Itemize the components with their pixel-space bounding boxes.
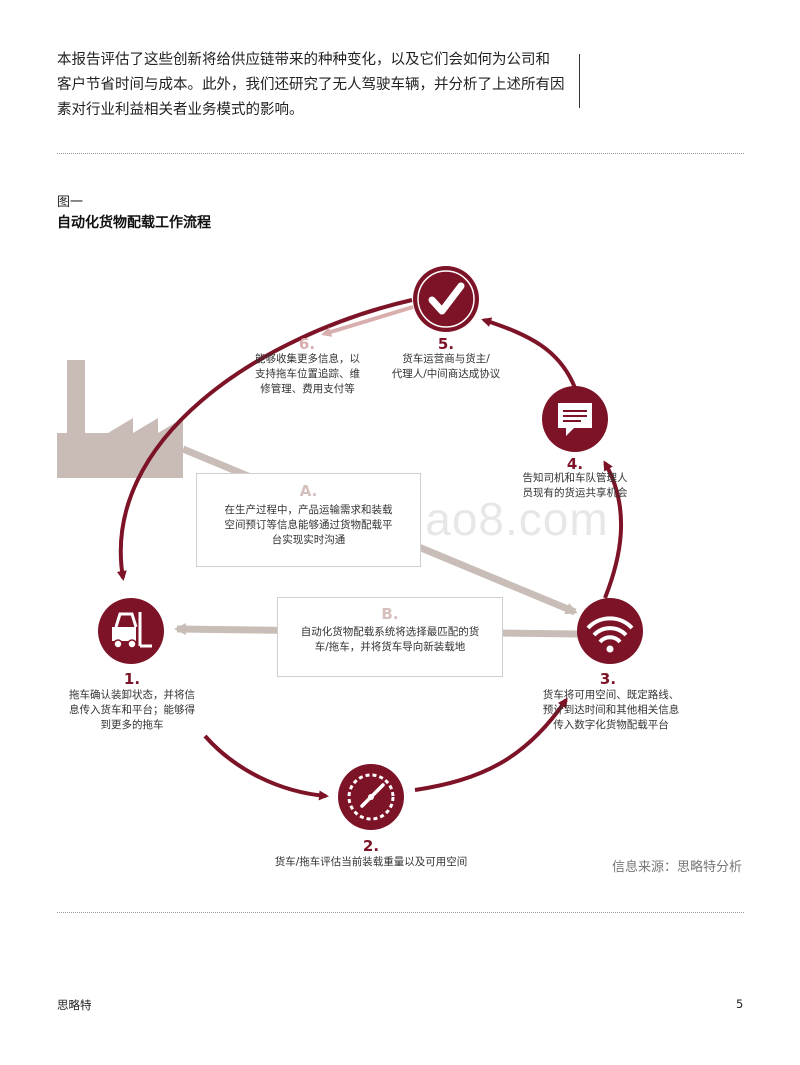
step-1-number: 1. [123, 670, 141, 688]
checkmark-icon [413, 266, 479, 332]
step-5-description: 货车运营商与货主/ 代理人/中间商达成协议 [376, 352, 516, 382]
step-6-line: 能够收集更多信息，以 [255, 353, 360, 365]
box-a-text: 在生产过程中，产品运输需求和装载 空间预订等信息能够通过货物配载平 台实现实时沟… [197, 503, 420, 548]
step-1-description: 拖车确认装卸状态，并将信 息传入货车和平台；能够得 到更多的拖车 [62, 688, 202, 733]
figure-title: 自动化货物配载工作流程 [57, 215, 211, 231]
intro-line: 客户节省时间与成本。此外，我们还研究了无人驾驶车辆，并分析了上述所有因 [57, 77, 565, 93]
page-number: 5 [736, 997, 744, 1011]
message-icon [542, 386, 608, 452]
arrow-3-to-4 [603, 460, 624, 599]
box-b: B. 自动化货物配载系统将选择最匹配的货 车/拖车，并将货车导向新装载地 [277, 597, 503, 677]
gauge-icon [338, 764, 404, 830]
step-5-number: 5. [437, 335, 455, 353]
bottom-divider [57, 912, 744, 913]
step-2-description: 货车/拖车评估当前装载重量以及可用空间 [251, 855, 491, 870]
step-3-number: 3. [599, 670, 617, 688]
step-4-line: 员现有的货运共享机会 [522, 487, 628, 499]
step-3-line: 货车将可用空间、既定路线、 [542, 689, 680, 701]
step-4-line: 告知司机和车队管理人 [522, 472, 628, 484]
arrow-1-to-2 [203, 734, 329, 801]
arrow-5-to-1 [116, 298, 413, 581]
step-1-line: 到更多的拖车 [100, 719, 164, 731]
step-3-line: 预计到达时间和其他相关信息 [542, 704, 680, 716]
footer-brand: 思略特 [57, 998, 92, 1012]
arrow-2-to-3 [414, 697, 568, 792]
wifi-icon [577, 598, 643, 664]
intro-paragraph: 本报告评估了这些创新将给供应链带来的种种变化，以及它们会如何为公司和 客户节省时… [57, 48, 572, 123]
step-5-line: 代理人/中间商达成协议 [391, 368, 501, 380]
step-2-line: 货车/拖车评估当前装载重量以及可用空间 [274, 856, 468, 868]
step-5-line: 货车运营商与货主/ [402, 353, 490, 365]
step-1-line: 息传入货车和平台；能够得 [69, 704, 195, 716]
box-a: A. 在生产过程中，产品运输需求和装载 空间预订等信息能够通过货物配载平 台实现… [196, 473, 421, 567]
step-3-line: 传入数字化货物配载平台 [553, 719, 669, 731]
arrow-4-to-5 [481, 317, 577, 389]
box-a-line: 空间预订等信息能够通过货物配载平 [224, 519, 393, 531]
step-6-line: 支持拖车位置追踪、维 [255, 368, 360, 380]
box-a-line: 在生产过程中，产品运输需求和装载 [224, 504, 393, 516]
step-4-number: 4. [566, 455, 584, 473]
source-note: 信息来源：思略特分析 [612, 860, 743, 875]
step-6-description: 能够收集更多信息，以 支持拖车位置追踪、维 修管理、费用支付等 [240, 352, 375, 397]
box-a-line: 台实现实时沟通 [271, 534, 346, 546]
step-6-number: 6. [298, 335, 316, 353]
intro-side-rule [579, 54, 580, 108]
box-b-letter: B. [381, 605, 399, 623]
step-2-number: 2. [362, 837, 380, 855]
figure-label: 图一 [57, 195, 84, 210]
intro-line: 素对行业利益相关者业务模式的影响。 [57, 102, 304, 118]
step-6-line: 修管理、费用支付等 [260, 383, 355, 395]
step-4-description: 告知司机和车队管理人 员现有的货运共享机会 [508, 471, 642, 501]
step-3-description: 货车将可用空间、既定路线、 预计到达时间和其他相关信息 传入数字化货物配载平台 [536, 688, 686, 733]
forklift-icon [98, 598, 164, 664]
intro-line: 本报告评估了这些创新将给供应链带来的种种变化，以及它们会如何为公司和 [57, 52, 550, 68]
factory-icon [57, 360, 183, 478]
top-divider [57, 153, 744, 154]
box-b-line: 车/拖车，并将货车导向新装载地 [314, 641, 466, 653]
arrow-5-to-6 [321, 305, 414, 337]
box-b-text: 自动化货物配载系统将选择最匹配的货 车/拖车，并将货车导向新装载地 [278, 625, 502, 655]
box-b-line: 自动化货物配载系统将选择最匹配的货 [300, 626, 480, 638]
box-a-letter: A. [299, 482, 318, 500]
step-1-line: 拖车确认装卸状态，并将信 [69, 689, 195, 701]
